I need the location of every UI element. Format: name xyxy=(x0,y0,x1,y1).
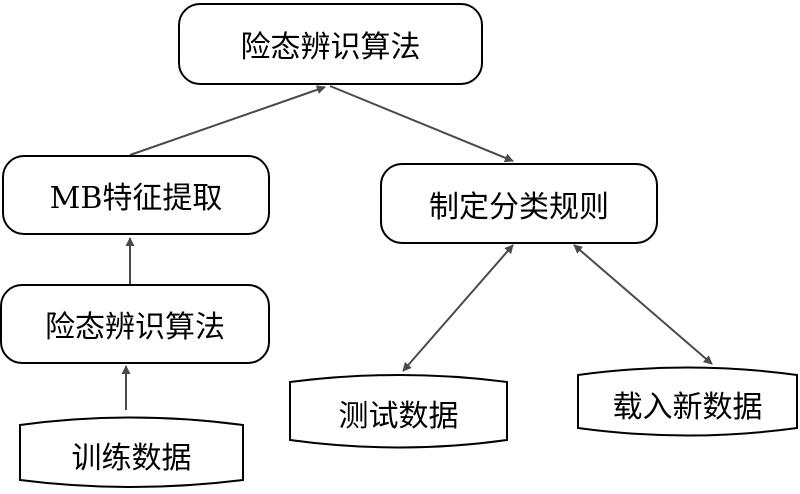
top-algorithm-label: 险态辨识算法 xyxy=(240,30,421,65)
train-data-node: 训练数据 xyxy=(20,430,243,480)
train-data-cylinder xyxy=(19,416,244,488)
arrow-top-to-rules xyxy=(329,85,514,163)
test-data-node: 测试数据 xyxy=(290,387,507,439)
load-new-data-node: 载入新数据 xyxy=(578,380,797,428)
left-algorithm-label: 险态辨识算法 xyxy=(45,310,225,345)
arrow-mb-to-top xyxy=(129,85,326,156)
left-algorithm-node: 险态辨识算法 xyxy=(0,284,270,364)
mb-feature-node: MB特征提取 xyxy=(2,155,270,235)
top-algorithm-node: 险态辨识算法 xyxy=(178,3,483,85)
arrow-rules-test xyxy=(402,244,514,372)
load-new-data-cylinder xyxy=(577,366,798,437)
mb-feature-label: MB特征提取 xyxy=(49,181,223,216)
test-data-cylinder xyxy=(289,374,508,449)
train-data-label: 训练数据 xyxy=(71,441,192,476)
classify-rules-node: 制定分类规则 xyxy=(380,163,658,244)
classify-rules-label: 制定分类规则 xyxy=(429,189,609,225)
test-data-label: 测试数据 xyxy=(338,399,459,434)
load-new-data-label: 载入新数据 xyxy=(612,390,763,425)
arrow-rules-new xyxy=(573,244,713,365)
